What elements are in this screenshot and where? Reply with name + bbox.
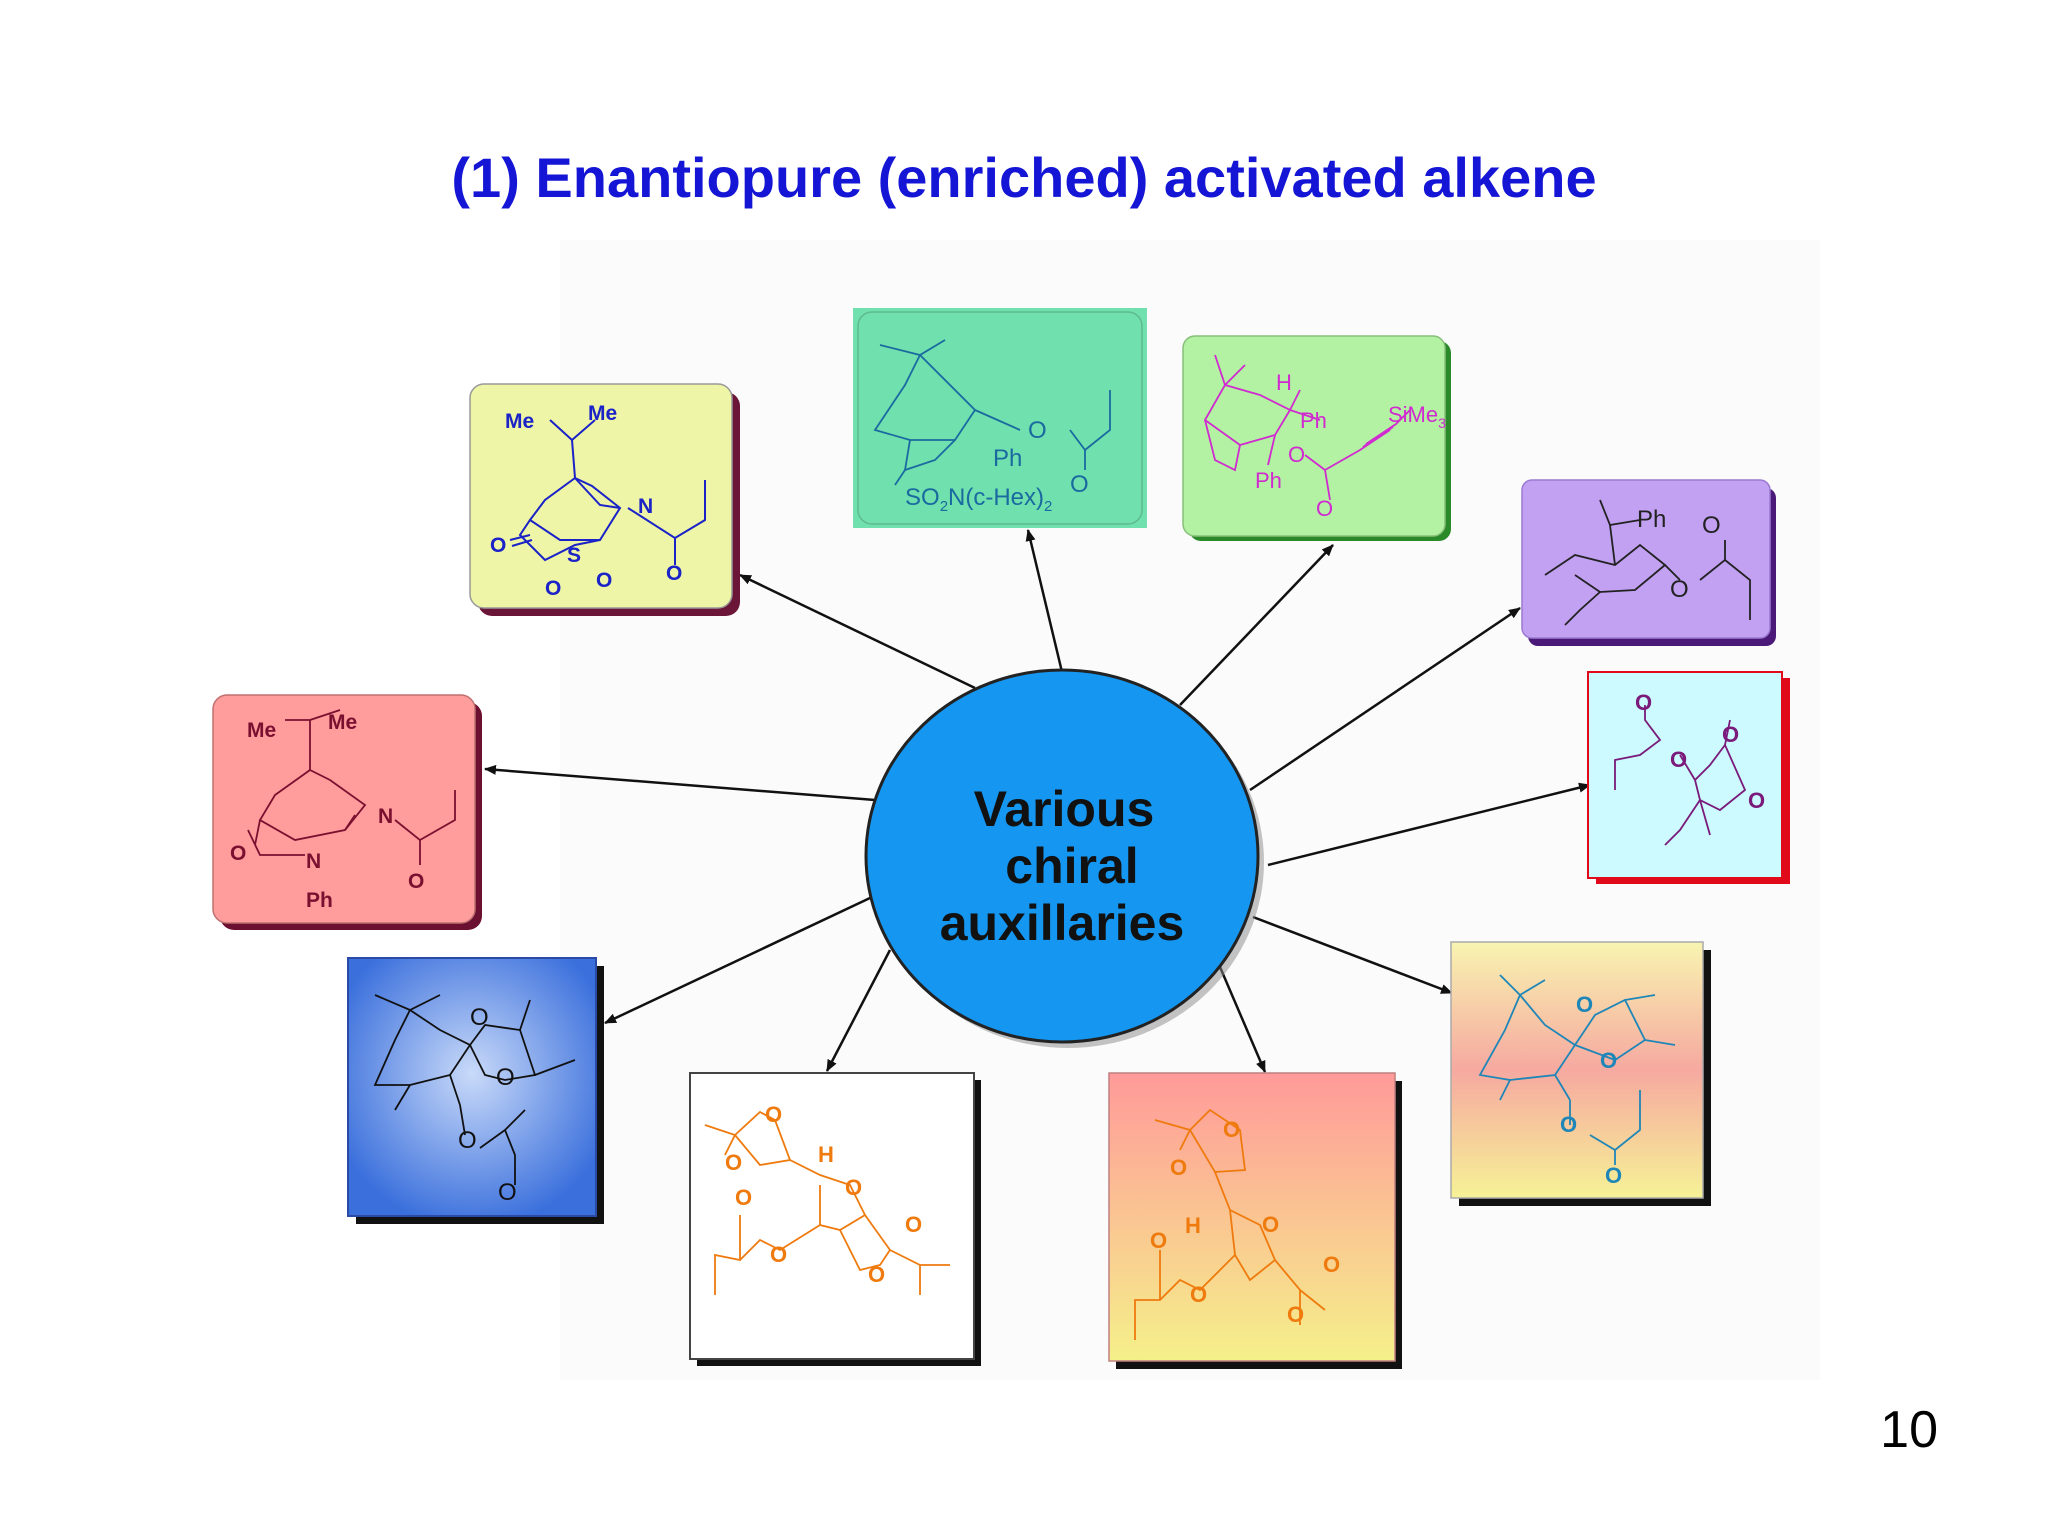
arrow-camphor-ketal bbox=[604, 896, 871, 1025]
svg-text:H: H bbox=[1276, 370, 1292, 395]
arrow-camphor-dioxolane bbox=[1252, 915, 1453, 995]
svg-text:O: O bbox=[1190, 1282, 1207, 1307]
svg-text:O: O bbox=[725, 1150, 742, 1175]
aux-pantolactone-ester: O O O O bbox=[1587, 671, 1790, 884]
center-circle: Various chiral auxillaries bbox=[864, 668, 1264, 1048]
svg-text:O: O bbox=[735, 1185, 752, 1210]
arrow-oppolzer-ester bbox=[1025, 529, 1064, 673]
svg-text:Me: Me bbox=[588, 402, 617, 425]
svg-text:N: N bbox=[638, 495, 653, 518]
svg-text:O: O bbox=[470, 1004, 489, 1031]
svg-text:O: O bbox=[1287, 1302, 1304, 1327]
arrow-pantolactone-ester bbox=[1267, 782, 1591, 867]
svg-text:S: S bbox=[567, 544, 581, 567]
svg-text:O: O bbox=[1028, 417, 1047, 444]
svg-text:O: O bbox=[1170, 1155, 1187, 1180]
svg-text:Ph: Ph bbox=[1255, 468, 1282, 493]
arrows bbox=[484, 529, 1591, 1073]
svg-text:Me: Me bbox=[505, 410, 534, 433]
svg-text:Ph: Ph bbox=[1300, 408, 1327, 433]
aux-phenylmenthyl-ester: Ph O O bbox=[1521, 479, 1776, 646]
svg-text:O: O bbox=[905, 1212, 922, 1237]
center-bubble bbox=[864, 668, 1260, 1044]
svg-text:N: N bbox=[378, 805, 393, 828]
svg-text:O: O bbox=[770, 1242, 787, 1267]
aux-camphor-lactam: Me Me N O N Ph O bbox=[212, 694, 482, 930]
svg-text:O: O bbox=[1722, 722, 1739, 747]
svg-text:O: O bbox=[545, 577, 561, 600]
svg-text:Ph: Ph bbox=[1637, 506, 1666, 533]
center-line-3: auxillaries bbox=[940, 895, 1185, 951]
svg-text:O: O bbox=[1560, 1112, 1577, 1137]
arrow-camphor-lactam bbox=[484, 764, 876, 802]
arrow-phenylmenthyl-ester bbox=[1249, 606, 1521, 792]
svg-text:O: O bbox=[1748, 788, 1765, 813]
svg-text:Ph: Ph bbox=[993, 445, 1022, 472]
svg-text:H: H bbox=[1185, 1213, 1201, 1238]
svg-text:O: O bbox=[845, 1175, 862, 1200]
svg-text:Me: Me bbox=[247, 719, 276, 742]
svg-text:O: O bbox=[1635, 690, 1652, 715]
svg-text:O: O bbox=[868, 1262, 885, 1287]
aux-propargyl-ester: H Ph SiMe3 O Ph O bbox=[1182, 335, 1451, 541]
svg-text:SO2N(c-Hex)2: SO2N(c-Hex)2 bbox=[905, 484, 1052, 515]
arrow-propargyl-ester bbox=[1179, 544, 1334, 706]
svg-text:O: O bbox=[1323, 1252, 1340, 1277]
aux-glucose-diacetonide-b: O O H O O O O O bbox=[1108, 1072, 1402, 1369]
svg-text:O: O bbox=[408, 870, 424, 893]
svg-text:O: O bbox=[1600, 1048, 1617, 1073]
svg-text:O: O bbox=[498, 1179, 517, 1206]
arrow-glucose-b bbox=[1215, 959, 1267, 1073]
svg-text:O: O bbox=[1223, 1117, 1240, 1142]
aux-glucose-diacetonide-a: O O H O O O O O bbox=[689, 1072, 981, 1366]
svg-text:H: H bbox=[818, 1142, 834, 1167]
svg-text:O: O bbox=[1576, 992, 1593, 1017]
aux-camphor-ketal: O O O O bbox=[347, 957, 604, 1224]
svg-text:O: O bbox=[1670, 747, 1687, 772]
svg-text:O: O bbox=[1070, 471, 1089, 498]
svg-text:O: O bbox=[666, 562, 682, 585]
center-line-1: Various bbox=[974, 781, 1155, 837]
svg-text:O: O bbox=[596, 569, 612, 592]
svg-text:O: O bbox=[458, 1127, 477, 1154]
slide-title: (1) Enantiopure (enriched) activated alk… bbox=[451, 146, 1597, 209]
arrow-camphorsultam bbox=[739, 573, 976, 690]
svg-text:O: O bbox=[1150, 1228, 1167, 1253]
svg-text:O: O bbox=[1702, 512, 1721, 539]
svg-text:SiMe3: SiMe3 bbox=[1388, 402, 1446, 431]
aux-camphor-dioxolane: O O O O bbox=[1450, 941, 1711, 1206]
svg-text:O: O bbox=[1316, 496, 1333, 521]
svg-text:O: O bbox=[765, 1102, 782, 1127]
svg-text:O: O bbox=[1605, 1163, 1622, 1188]
svg-text:N: N bbox=[306, 850, 321, 873]
svg-text:O: O bbox=[230, 842, 246, 865]
svg-text:O: O bbox=[496, 1064, 515, 1091]
svg-text:O: O bbox=[1262, 1212, 1279, 1237]
page-number: 10 bbox=[1880, 1401, 1938, 1459]
svg-text:Me: Me bbox=[328, 711, 357, 734]
svg-text:Ph: Ph bbox=[306, 889, 333, 912]
svg-text:O: O bbox=[490, 534, 506, 557]
svg-text:O: O bbox=[1288, 442, 1305, 467]
aux-oppolzer-ester: O Ph O SO2N(c-Hex)2 bbox=[853, 308, 1147, 528]
center-line-2: chiral bbox=[1005, 838, 1138, 894]
aux-camphorsultam: Me Me N O S O O O bbox=[469, 383, 740, 616]
arrow-glucose-a bbox=[825, 949, 892, 1072]
svg-text:O: O bbox=[1670, 576, 1689, 603]
